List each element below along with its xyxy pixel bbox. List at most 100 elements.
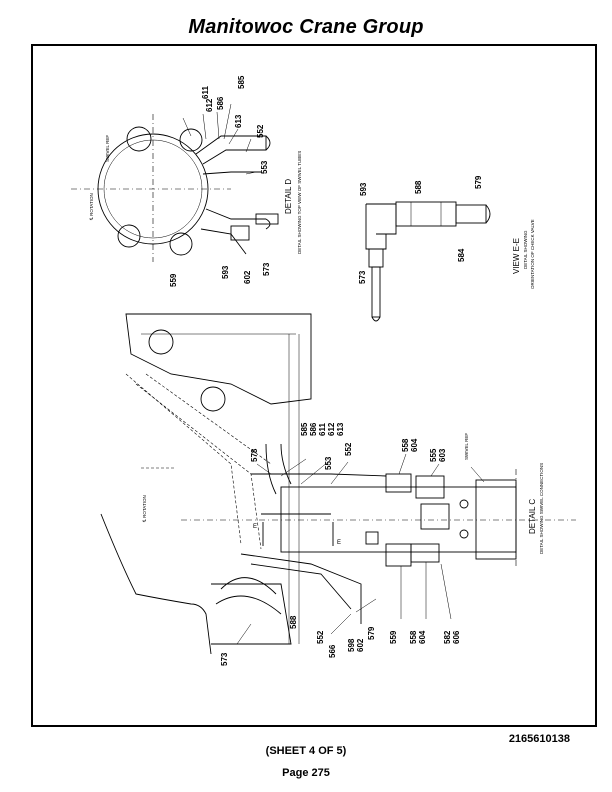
callout-552: 552 [256,124,265,138]
tube [265,443,277,495]
detail-c: E E ℄ ROTATION SWIVEL REF 578 585 586 61… [100,313,576,666]
callout-558: 558 [409,630,418,644]
callout-612: 612 [327,422,336,436]
page-number: Page 275 [282,767,330,779]
callout-588: 588 [289,615,298,629]
callout-612: 612 [205,98,214,112]
port [459,499,469,509]
fitting-604 [415,475,445,499]
leader-line [223,103,232,140]
tube-break [265,218,271,230]
leader-line [236,623,252,645]
tube-bend [220,577,277,595]
view-e-e: 593 588 579 573 584 VIEW E-E DETAIL SHOW… [358,175,535,322]
frame-outline [125,313,312,405]
fitting-558b [410,543,440,563]
tube-break [485,204,491,224]
leader-line [470,466,485,483]
elbow-fitting [366,203,397,235]
leader-line [216,111,220,140]
leader-line [202,113,207,140]
callout-604: 604 [418,630,427,644]
callout-566: 566 [328,644,337,658]
callout-598: 598 [347,638,356,652]
tube-section [455,204,487,224]
leader-line [430,463,440,477]
swivel-body [280,486,517,553]
leader-line [330,613,352,635]
swivel-tube [202,171,261,175]
view-e-e-subtitle1: DETAIL SHOWING [523,230,528,269]
callout-611: 611 [201,86,210,99]
callout-585: 585 [237,75,246,89]
callout-586: 586 [309,422,318,436]
fitting [230,225,250,241]
page-header-title: Manitowoc Crane Group [188,16,424,38]
tube-break [265,135,271,151]
tube-578 [280,443,292,485]
port [459,529,469,539]
frame-hole [200,386,226,412]
swivel-tube [200,228,247,255]
hidden-line [145,373,272,465]
swivel-tube [195,135,267,165]
mount-lobe [117,224,141,248]
callout-558: 558 [401,438,410,452]
hidden-line [125,373,242,545]
frame-hole [148,329,174,355]
swivel-ref-label: SWIVEL REF [464,433,469,460]
drawing-number: 2165610138 [508,733,570,745]
lower-bracket [211,583,292,645]
detail-d-title: DETAIL D [284,179,293,214]
fitting-559 [385,543,412,567]
fitting-555 [420,503,450,530]
mount-lobe [169,232,193,256]
tube-break [371,316,381,322]
leader-line [398,453,407,475]
elbow-fitting [365,204,387,250]
leader-line [245,171,257,175]
callout-602: 602 [243,270,252,284]
leader-line [280,458,307,477]
tube-573 [371,266,381,318]
rotation-label: ℄ ROTATION [89,193,94,221]
callout-559: 559 [389,630,398,644]
tube-573 [240,553,362,624]
callout-611: 611 [318,423,327,436]
leader-line [245,138,252,153]
mount-lobe [126,126,152,152]
callout-579: 579 [474,175,483,189]
callout-613: 613 [336,422,345,436]
callout-578: 578 [250,448,259,462]
detail-d-subtitle: DETAIL SHOWING TOP VIEW OF SWIVEL TUBES [297,151,302,254]
callout-588: 588 [414,180,423,194]
view-e-e-title: VIEW E-E [512,238,521,274]
tube-bend [215,595,282,615]
leader-line [355,598,377,613]
check-valve-body [395,201,457,227]
callout-553: 553 [324,456,333,470]
callout-603: 603 [438,448,447,462]
leader-line [228,128,239,145]
callout-573: 573 [220,652,229,666]
callout-582: 582 [443,630,452,644]
view-e-e-subtitle2: ORIENTATION OF CHECK VALVE [530,219,535,289]
detail-d: 612 611 586 585 613 552 553 573 602 593 … [71,75,302,287]
callout-555: 555 [429,448,438,462]
swivel-base [475,479,517,560]
hydraulic-schematic-drawing: 612 611 586 585 613 552 553 573 602 593 … [71,75,576,666]
callout-613: 613 [234,114,243,128]
callout-552: 552 [344,442,353,456]
tube [250,563,352,610]
mount-lobe [179,128,203,152]
callout-552: 552 [316,630,325,644]
hidden-line [135,383,262,550]
callout-553: 553 [260,160,269,174]
boundary-curve [100,513,212,655]
callout-602: 602 [356,638,365,652]
detail-c-title: DETAIL C [528,499,537,534]
detail-c-subtitle: DETAIL SHOWING SWIVEL CONNECTIONS [539,463,544,554]
fitting-558 [385,473,412,493]
callout-559: 559 [169,273,178,287]
callout-606: 606 [452,630,461,644]
